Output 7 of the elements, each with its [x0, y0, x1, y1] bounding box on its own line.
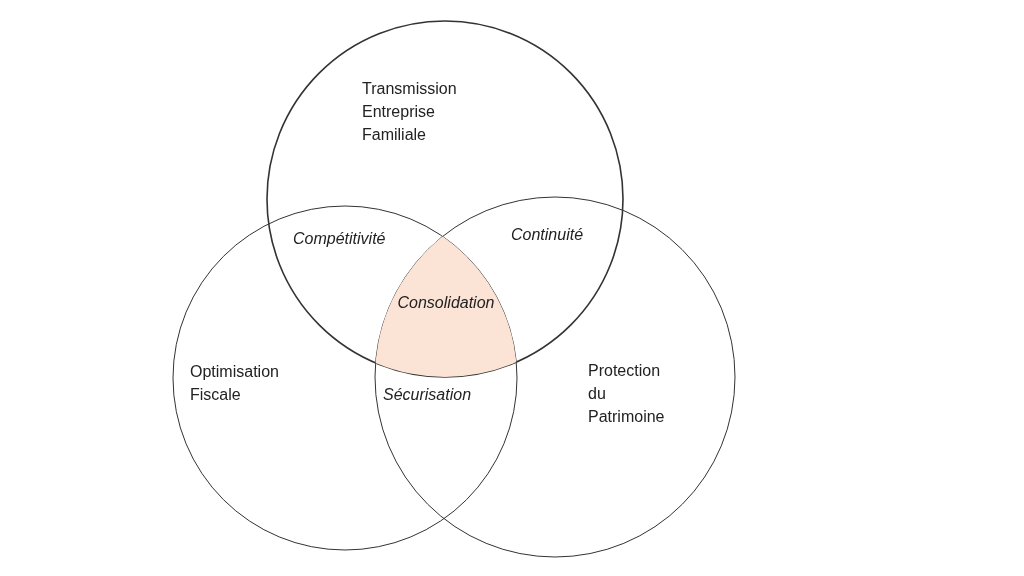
region-label: Continuité	[511, 226, 584, 244]
circle-label: Transmission Entreprise Familiale	[362, 79, 457, 145]
circle-label: Optimisation Fiscale	[190, 362, 279, 405]
region-label: Sécurisation	[383, 386, 472, 404]
circle-label: Protection du Patrimoine	[588, 361, 665, 427]
region-label: Compétitivité	[293, 230, 386, 248]
region-label: Consolidation	[396, 294, 496, 312]
